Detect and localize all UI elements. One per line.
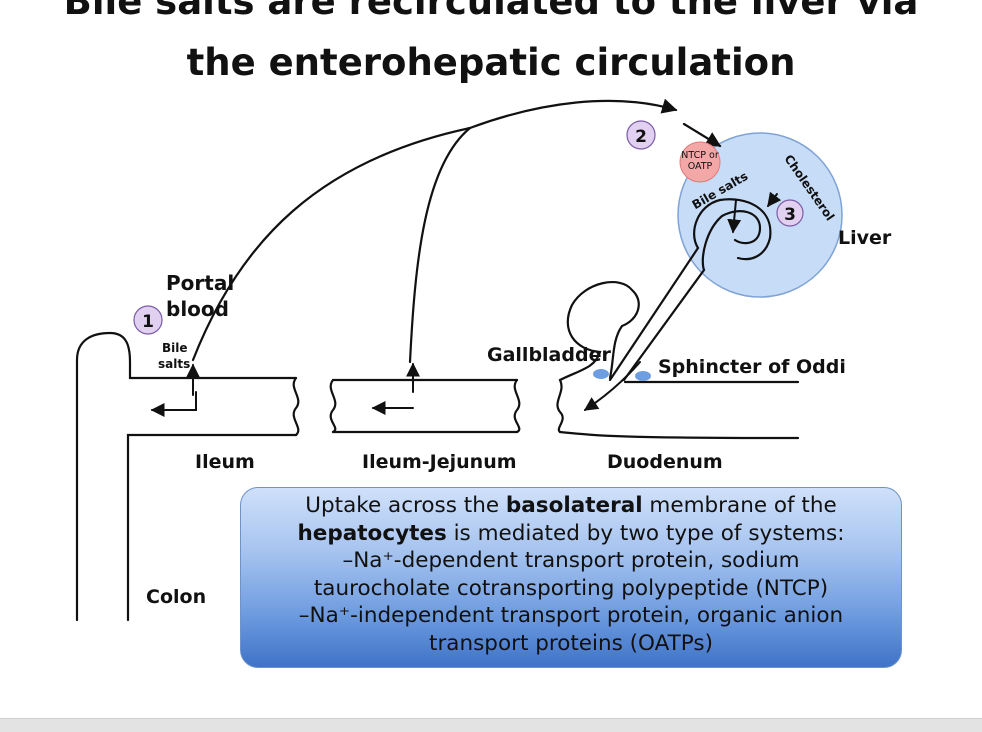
portal-vessel-ileum	[191, 126, 472, 362]
gallbladder-valve-dot	[593, 369, 609, 379]
title-line-1: Bile salts are recirculated to the liver…	[63, 0, 919, 23]
jejunum-segment	[329, 378, 521, 434]
step-marker-1: 1	[133, 305, 163, 335]
liver-label: Liver	[838, 227, 892, 249]
bile-to-duodenum-arrow	[583, 361, 641, 411]
info-line-6: transport proteins (OATPs)	[429, 630, 713, 656]
cholesterol-conversion-arrow	[767, 191, 782, 208]
colon-label: Colon	[146, 586, 206, 608]
step-2-text: 2	[635, 127, 647, 147]
ntcp-label-1: NTCP or	[681, 150, 719, 161]
title-line-2: the enterohepatic circulation	[186, 41, 796, 84]
sphincter-of-oddi-dot	[635, 371, 651, 381]
info-line-1: Uptake across the basolateral membrane o…	[305, 493, 837, 518]
info-box: Uptake across the basolateral membrane o…	[240, 487, 902, 668]
info-line-4: taurocholate cotransporting polypeptide …	[313, 575, 829, 601]
step-marker-2: 2	[626, 120, 656, 150]
bile-small-label-1: Bile	[162, 341, 188, 355]
step-1-text: 1	[142, 312, 154, 332]
portal-vessel-jejunum	[408, 126, 472, 364]
liver-circle	[677, 132, 843, 298]
ntcp-label-2: OATP	[688, 161, 713, 172]
duodenum-biliary-outline	[556, 198, 800, 440]
ileum-jejunum-label: Ileum-Jejunum	[362, 451, 517, 473]
colon-ileum-outline	[75, 331, 300, 622]
sphincter-label: Sphincter of Oddi	[658, 356, 846, 378]
ileum-flow-arrow	[150, 391, 197, 417]
blood-label: blood	[166, 297, 229, 321]
info-line-3: –Na⁺-dependent transport protein, sodium	[342, 548, 800, 573]
portal-label: Portal	[166, 271, 234, 295]
info-line-2: hepatocytes is mediated by two type of s…	[297, 520, 845, 546]
portal-to-liver-arrow	[468, 98, 678, 130]
info-line-5: –Na⁺-independent transport protein, orga…	[298, 603, 844, 628]
step-3-text: 3	[784, 205, 796, 225]
step-marker-3: 3	[776, 199, 804, 227]
bottom-scrollbar[interactable]	[0, 718, 982, 732]
ntcp-oatp-transporter	[679, 141, 721, 183]
bile-small-label-2: salts	[158, 357, 190, 371]
ileum-label: Ileum	[195, 451, 255, 473]
ntcp-uptake-arrow	[682, 122, 722, 148]
duodenum-label: Duodenum	[607, 451, 723, 473]
gallbladder-label: Gallbladder	[487, 344, 611, 366]
bile-secretion-arrow	[727, 199, 742, 234]
